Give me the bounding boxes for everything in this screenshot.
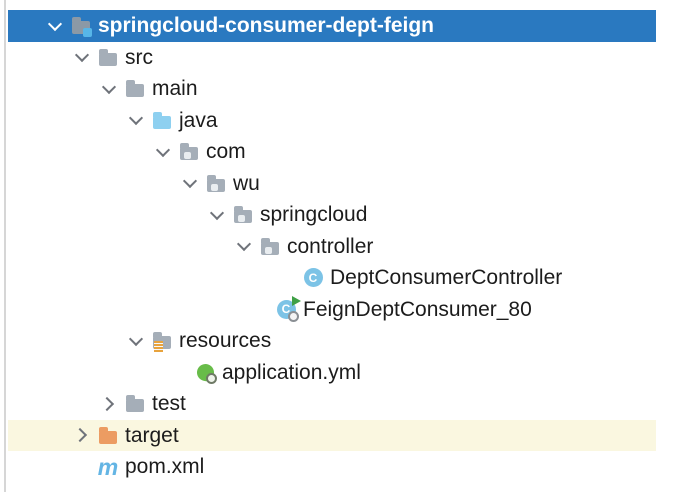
tree-item-label: springcloud — [260, 203, 368, 227]
chevron-right-icon[interactable] — [100, 395, 118, 413]
chevron-spacer — [278, 269, 296, 287]
chevron-down-icon[interactable] — [127, 111, 145, 129]
project-tree: springcloud-consumer-dept-feign src main… — [8, 10, 656, 483]
tree-row-application-yml[interactable]: application.yml — [8, 357, 656, 389]
spring-boot-config-icon — [195, 361, 217, 385]
chevron-right-icon[interactable] — [73, 426, 91, 444]
tree-item-label: resources — [179, 329, 272, 353]
tree-item-label: target — [125, 423, 179, 447]
chevron-down-icon[interactable] — [46, 17, 64, 35]
folder-icon — [125, 393, 145, 415]
tree-item-label: test — [152, 392, 186, 416]
tree-item-label: src — [125, 45, 153, 69]
tree-item-label: wu — [233, 171, 260, 195]
maven-icon: m — [97, 453, 119, 480]
chevron-down-icon[interactable] — [73, 48, 91, 66]
package-folder-icon — [260, 235, 280, 257]
tree-item-label: com — [206, 140, 246, 164]
tree-row-com[interactable]: com — [8, 136, 656, 168]
tree-item-label: pom.xml — [125, 455, 205, 479]
tree-row-wu[interactable]: wu — [8, 168, 656, 200]
tree-item-label: DeptConsumerController — [330, 266, 563, 290]
chevron-down-icon[interactable] — [127, 332, 145, 350]
tree-row-deptconsumercontroller[interactable]: DeptConsumerController — [8, 262, 656, 294]
folder-icon — [98, 46, 118, 68]
tree-item-label: main — [152, 77, 198, 101]
chevron-down-icon[interactable] — [181, 174, 199, 192]
chevron-spacer — [73, 458, 91, 476]
tree-row-resources[interactable]: resources — [8, 325, 656, 357]
folder-icon — [125, 78, 145, 100]
panel-left-border — [4, 0, 6, 492]
tree-item-label: springcloud-consumer-dept-feign — [98, 14, 434, 38]
tree-row-feigndeptconsumer-80[interactable]: FeignDeptConsumer_80 — [8, 294, 656, 326]
tree-row-src[interactable]: src — [8, 42, 656, 74]
package-folder-icon — [179, 141, 199, 163]
tree-row-controller[interactable]: controller — [8, 231, 656, 263]
chevron-spacer — [251, 300, 269, 318]
package-folder-icon — [233, 204, 253, 226]
tree-item-label: FeignDeptConsumer_80 — [303, 297, 532, 321]
chevron-down-icon[interactable] — [235, 237, 253, 255]
project-folder-icon — [71, 15, 92, 38]
chevron-spacer — [170, 363, 188, 381]
java-class-icon — [303, 267, 323, 289]
tree-row-main[interactable]: main — [8, 73, 656, 105]
chevron-down-icon[interactable] — [154, 143, 172, 161]
tree-item-label: application.yml — [222, 360, 361, 384]
tree-row-target[interactable]: target — [8, 419, 656, 451]
chevron-down-icon[interactable] — [100, 80, 118, 98]
tree-row-test[interactable]: test — [8, 388, 656, 420]
resources-folder-icon — [152, 330, 172, 353]
tree-row-java[interactable]: java — [8, 105, 656, 137]
tree-item-label: java — [179, 108, 218, 132]
excluded-folder-icon — [98, 424, 118, 446]
chevron-down-icon[interactable] — [208, 206, 226, 224]
tree-item-label: controller — [287, 234, 374, 258]
tree-row-springcloud[interactable]: springcloud — [8, 199, 656, 231]
package-folder-icon — [206, 172, 226, 194]
source-folder-icon — [152, 109, 172, 131]
tree-row-project-root[interactable]: springcloud-consumer-dept-feign — [8, 10, 656, 42]
tree-row-pom-xml[interactable]: m pom.xml — [8, 451, 656, 483]
runnable-class-icon — [276, 295, 301, 322]
